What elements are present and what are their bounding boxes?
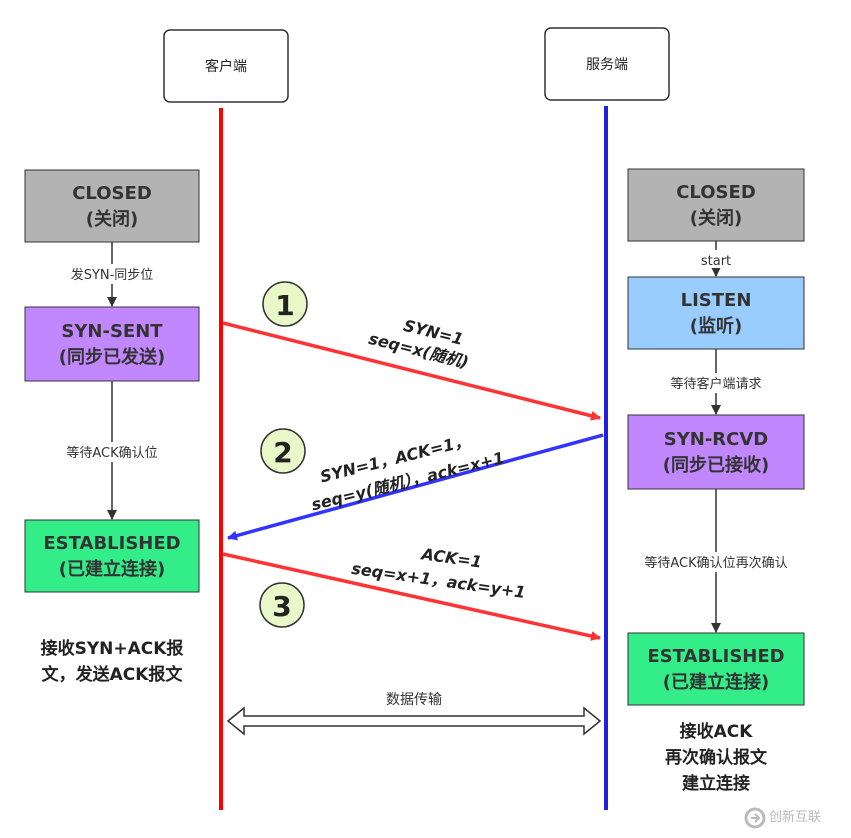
step-1-circle xyxy=(262,281,308,327)
data-transfer-arrow xyxy=(226,706,602,736)
server-closed-subtitle: (关闭) xyxy=(690,207,742,229)
server-note-line-1: 接收ACK xyxy=(680,721,754,742)
server-syn-rcvd-subtitle: (同步已接收) xyxy=(663,454,769,476)
label-bg xyxy=(50,442,174,462)
client-closed-title: CLOSED xyxy=(72,183,152,204)
client-established-subtitle: (已建立连接) xyxy=(59,558,165,580)
step-3-arrow xyxy=(222,552,601,641)
server-note-line-2: 再次确认报文 xyxy=(665,747,768,768)
client-closed-subtitle: (关闭) xyxy=(86,208,138,230)
step-3-label-line-1: ACK=1 xyxy=(418,544,483,572)
watermark-logo: 创新互联 xyxy=(744,807,821,829)
server-listen-state xyxy=(627,276,805,350)
label-bg xyxy=(656,373,776,393)
client-wait-ack-label: 等待ACK确认位 xyxy=(66,445,157,461)
client-syn-sent-subtitle: (同步已发送) xyxy=(59,346,165,368)
server-note-line-3: 建立连接 xyxy=(682,773,750,794)
server-start-label: start xyxy=(701,254,731,269)
client-note-line-1: 接收SYN+ACK报 xyxy=(41,638,184,659)
label-bg xyxy=(694,250,738,268)
server-header-box xyxy=(544,27,670,101)
client-note-line-2: 文，发送ACK报文 xyxy=(42,664,184,685)
watermark-text: 创新互联 xyxy=(769,809,821,825)
server-established-title: ESTABLISHED xyxy=(647,646,784,667)
server-listen-subtitle: (监听) xyxy=(690,315,742,337)
server-closed-title: CLOSED xyxy=(676,182,756,203)
server-wait-ack-again-label: 等待ACK确认位再次确认 xyxy=(644,555,787,571)
client-syn-sent-state xyxy=(24,306,200,382)
client-header-label: 客户端 xyxy=(205,58,247,75)
step-3-number: 3 xyxy=(272,590,291,623)
step-3-circle xyxy=(259,582,305,628)
server-established-state xyxy=(627,632,805,706)
server-syn-rcvd-state xyxy=(627,414,805,490)
label-bg xyxy=(630,552,802,572)
server-syn-rcvd-title: SYN-RCVD xyxy=(664,429,768,450)
server-header-label: 服务端 xyxy=(586,57,628,73)
data-transfer-label: 数据传输 xyxy=(386,692,442,708)
client-header-box xyxy=(163,29,289,103)
step-2-circle xyxy=(260,428,306,474)
client-syn-sent-title: SYN-SENT xyxy=(61,321,163,342)
client-established-state xyxy=(24,519,200,593)
client-established-title: ESTABLISHED xyxy=(43,533,180,554)
step-1-number: 1 xyxy=(275,289,294,322)
server-wait-client-label: 等待客户端请求 xyxy=(670,376,761,392)
step-1-arrow xyxy=(222,321,601,421)
server-established-subtitle: (已建立连接) xyxy=(663,671,769,693)
client-send-syn-label: 发SYN-同步位 xyxy=(71,267,154,283)
step-2-arrow xyxy=(227,433,604,541)
client-closed-state xyxy=(24,169,200,243)
step-2-number: 2 xyxy=(273,436,292,469)
label-bg xyxy=(55,264,169,284)
server-listen-title: LISTEN xyxy=(681,290,752,311)
server-closed-state xyxy=(627,168,805,242)
